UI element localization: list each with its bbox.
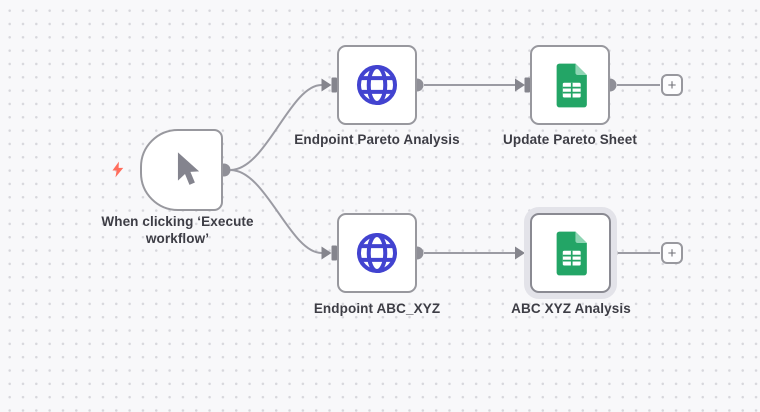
node-label-http-abcxyz: Endpoint ABC_XYZ <box>313 301 441 316</box>
node-label-sheets-abcxyz: ABC XYZ Analysis <box>511 301 631 316</box>
sheets-icon <box>556 63 587 107</box>
node-sheets-update-pareto[interactable] <box>530 45 610 125</box>
node-http-pareto[interactable] <box>337 45 417 125</box>
node-http-abcxyz[interactable] <box>337 213 417 293</box>
add-node-button-bottom[interactable]: + <box>661 242 683 264</box>
plus-icon: + <box>667 76 677 94</box>
plus-icon: + <box>667 244 677 262</box>
globe-icon <box>356 64 398 106</box>
input-port-http-pareto[interactable] <box>321 77 338 93</box>
node-label-manual-trigger: When clicking ‘Execute workflow’ <box>101 214 254 246</box>
node-sheets-abcxyz[interactable] <box>530 213 611 293</box>
globe-icon <box>356 232 398 274</box>
node-label-http-pareto: Endpoint Pareto Analysis <box>294 132 460 147</box>
connection-trigger-to-http-abcxyz[interactable] <box>230 169 322 254</box>
add-node-button-top[interactable]: + <box>661 74 683 96</box>
trigger-bolt-icon <box>112 161 124 178</box>
sheets-icon <box>556 231 587 275</box>
cursor-icon <box>177 152 199 185</box>
input-port-sheet-abcxyz[interactable] <box>515 245 530 261</box>
connection-trigger-to-http-pareto[interactable] <box>230 84 322 171</box>
input-port-sheet-pareto[interactable] <box>515 77 530 93</box>
node-label-sheets-update-pareto: Update Pareto Sheet <box>503 132 637 147</box>
node-manual-trigger[interactable] <box>140 129 223 211</box>
input-port-http-abcxyz[interactable] <box>321 245 338 261</box>
